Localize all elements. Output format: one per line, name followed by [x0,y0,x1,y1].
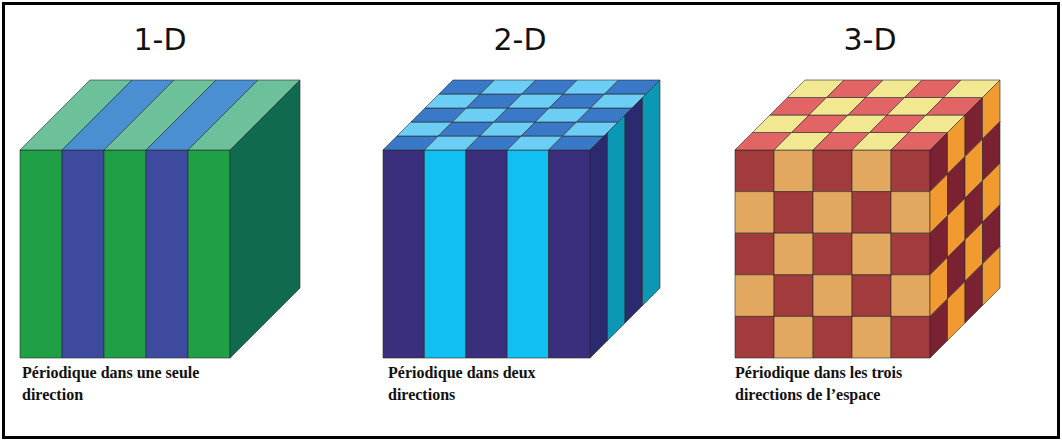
cube-cell [146,150,188,358]
cube-cell [20,150,62,358]
cube-cell [735,192,774,234]
cube-cell [590,133,608,359]
cube-2d [383,80,660,358]
dimension-heading: 2-D [493,22,546,57]
cube-cell [774,150,813,192]
cube-cell [424,150,465,358]
cube-cell [930,299,948,358]
cube-cell [774,233,813,275]
cube-cell [852,192,891,234]
cube-cell [104,150,146,358]
cube-cell [507,150,548,358]
cube-cell [383,150,424,358]
dimension-heading: 1-D [133,22,186,57]
dimension-heading: 3-D [843,22,896,57]
cube-cell [774,275,813,317]
cube-cell [466,150,507,358]
cube-cell [891,316,930,358]
cube-cell [813,192,852,234]
cube-cell [813,316,852,358]
cube-cell [188,150,230,358]
cube-cell [965,264,983,323]
cube-cell [813,233,852,275]
cube-cell [735,233,774,275]
cube-cell [774,192,813,234]
cube-cell [891,192,930,234]
cube-cell [549,150,590,358]
cube-cell [608,115,626,341]
cube-3d [735,80,1000,358]
cube-cell [891,150,930,192]
cube-cell [735,275,774,317]
cube-cell [735,150,774,192]
cube-cell [774,316,813,358]
cube-cell [643,80,661,306]
cube-cell [852,150,891,192]
cube-cell [62,150,104,358]
cube-cell [891,233,930,275]
cube-cell [983,246,1001,305]
cube-cell [948,281,966,340]
cube-cell [813,150,852,192]
cube-cell [852,316,891,358]
cube-1d [20,80,300,358]
caption-text: Périodique dans les trois directions de … [735,362,950,405]
cube-cell [735,316,774,358]
cube-cell [852,275,891,317]
caption-text: Périodique dans deux directions [388,362,603,405]
cube-cell [852,233,891,275]
cube-cell [813,275,852,317]
cube-cell [230,80,300,358]
caption-text: Périodique dans une seule direction [22,362,237,405]
cube-cell [891,275,930,317]
cube-cell [625,98,643,324]
